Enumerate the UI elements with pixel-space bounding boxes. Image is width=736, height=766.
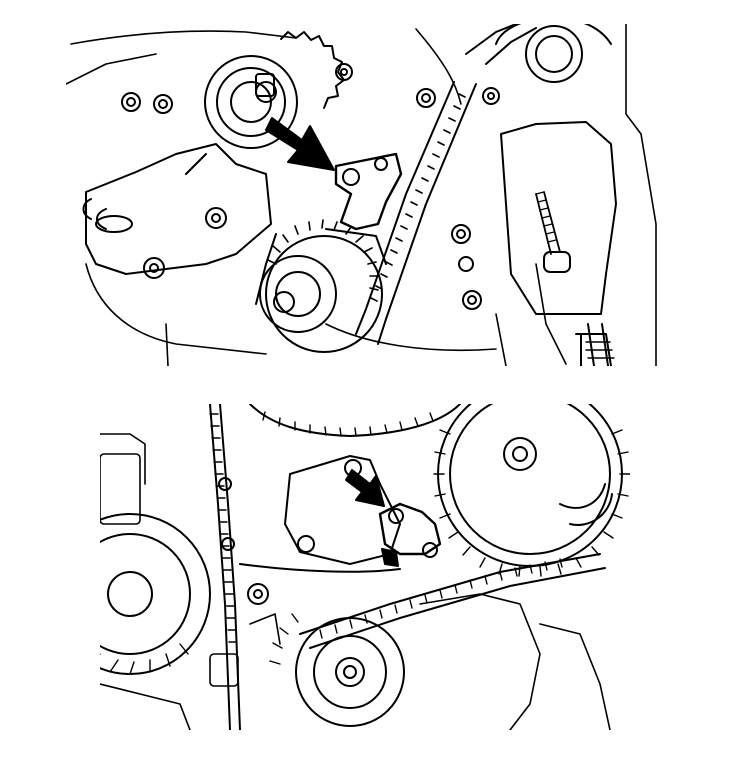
pump-housing [82,143,272,275]
engine-front-upper-drawing [66,24,657,366]
timing-belt-vertical [209,404,241,730]
camshaft-sprocket [433,404,630,577]
alternator-pulley [100,513,211,675]
dipstick-tube [585,323,615,366]
tensioner-pulley [204,55,298,149]
upper-sprocket [249,404,461,437]
right-housing [500,121,617,366]
belt-holder-bracket [378,502,442,567]
belt-holder-bracket [334,152,403,231]
mounting-plate [239,455,401,573]
bolts [121,63,500,310]
lower-housing [209,593,611,730]
engine-block-left [100,433,191,730]
engine-front-lower-drawing [100,404,630,730]
engine-housing-outline [66,24,657,366]
tensioner-pulley-lower [269,613,405,727]
diagram-panel-top [66,24,666,366]
upper-gear [280,31,345,109]
crank-sprocket [259,219,387,353]
indicator-arrow-bottom [345,469,385,507]
diagram-panel-bottom [100,404,630,730]
camshaft-pulley [495,24,612,83]
indicator-arrow-top [265,117,335,171]
bolts [218,477,269,605]
